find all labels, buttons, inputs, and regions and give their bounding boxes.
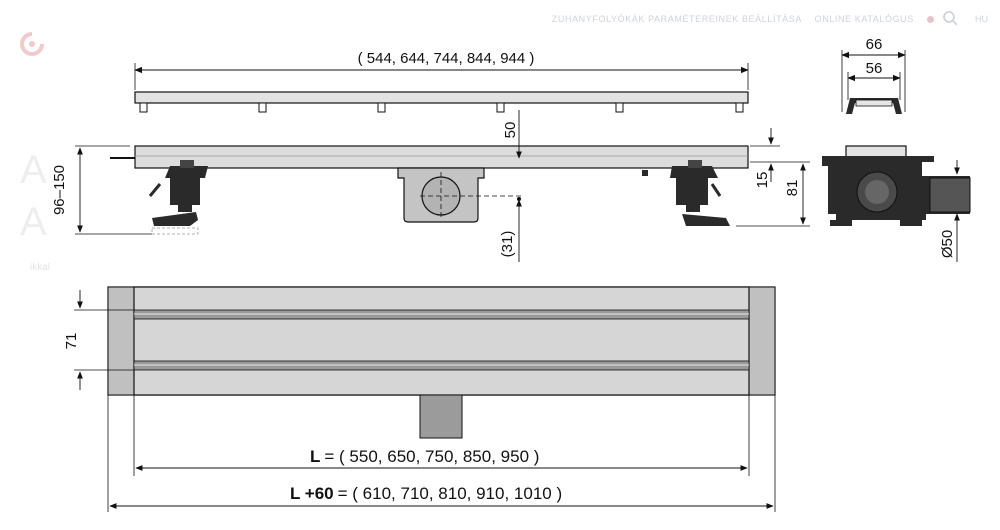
- plan-view: 71 L= ( 550, 650, 750, 850, 950 ) L +60=…: [63, 286, 776, 512]
- bg-small-text: ikkal: [30, 262, 51, 273]
- bg-letter-1: A: [20, 148, 47, 192]
- length-prefix: L: [310, 447, 320, 466]
- profile-outer-width: 66: [866, 36, 883, 53]
- profile-inner-width: 56: [866, 60, 883, 77]
- total-prefix: L +60: [290, 484, 334, 503]
- total-values: = ( 610, 710, 810, 910, 1010 ): [338, 484, 562, 503]
- catalog-dot-icon: [927, 16, 934, 24]
- total-length-label: L +60= ( 610, 710, 810, 910, 1010 ): [290, 484, 562, 503]
- language-switch[interactable]: HU: [975, 14, 988, 24]
- search-icon[interactable]: [942, 10, 958, 26]
- grate-bar: [134, 91, 749, 104]
- website-header: ZUHANYFOLYÓKÁK PARAMÉTEREINEK BEÁLLÍTÁSA…: [0, 0, 1000, 40]
- plan-outlet: [419, 394, 463, 439]
- flange-height-label: 15: [754, 172, 771, 189]
- outlet-offset-label: (31): [499, 231, 516, 258]
- end-view: Ø50: [822, 145, 971, 262]
- nav-link-catalog[interactable]: ONLINE KATALÓGUS: [814, 14, 914, 24]
- channel-body: [134, 145, 749, 169]
- profile-cross-section: 66 56: [841, 36, 906, 114]
- brand-logo-icon: [20, 32, 44, 56]
- right-adjustable-foot: [642, 160, 730, 226]
- body-height-label: 81: [784, 180, 801, 197]
- grate-length-label: ( 544, 644, 744, 844, 944 ): [358, 50, 535, 67]
- grate-width-label: 71: [63, 333, 80, 350]
- length-label: L= ( 550, 650, 750, 850, 950 ): [310, 447, 539, 466]
- left-adjustable-foot: [148, 160, 208, 235]
- outlet-diameter-label: Ø50: [939, 230, 956, 258]
- nav-link-parameters[interactable]: ZUHANYFOLYÓKÁK PARAMÉTEREINEK BEÁLLÍTÁSA: [551, 14, 802, 24]
- side-elevation: 50 (31) 96–150 15 81: [51, 110, 810, 262]
- bg-letter-2: A: [20, 200, 47, 244]
- grate-top-view: ( 544, 644, 744, 844, 944 ): [134, 50, 749, 113]
- adjust-height-label: 96–150: [51, 165, 68, 215]
- center-depth-label: 50: [502, 122, 519, 139]
- nav-links: ZUHANYFOLYÓKÁK PARAMÉTEREINEK BEÁLLÍTÁSA…: [542, 14, 934, 24]
- length-values: = ( 550, 650, 750, 850, 950 ): [324, 447, 539, 466]
